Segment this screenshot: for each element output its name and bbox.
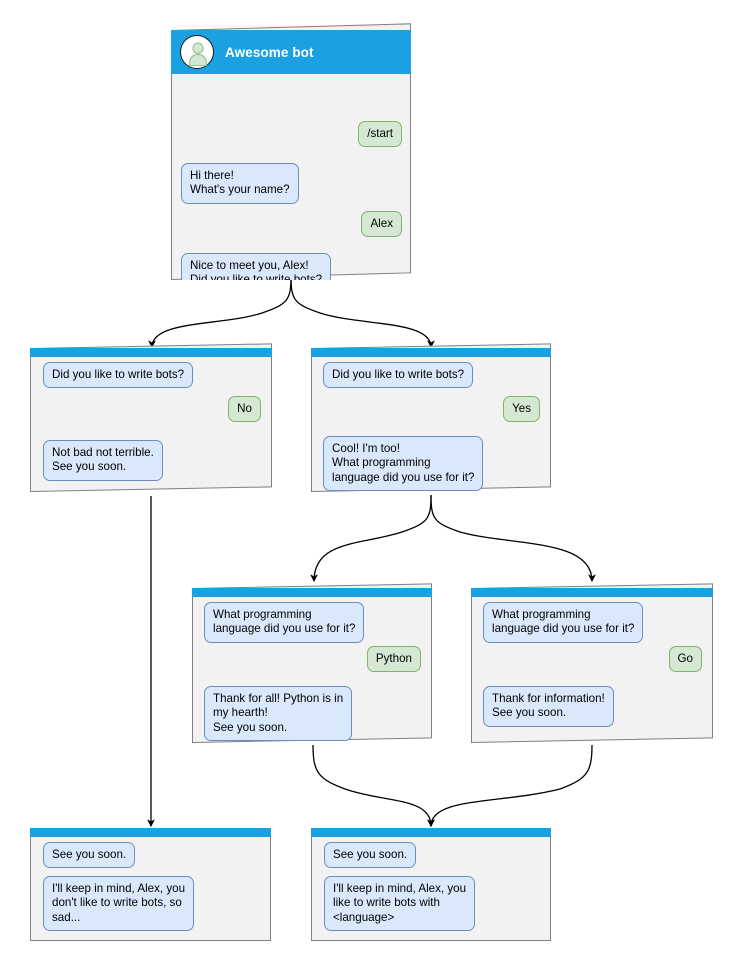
message-bubble-user: /start [358, 121, 402, 148]
node-no-branch-header [30, 348, 272, 357]
node-no-branch-body: Did you like to write bots? No Not bad n… [30, 357, 272, 492]
edge-python-to-end-happy [312, 744, 435, 828]
node-python-branch-header [192, 588, 432, 597]
message-bubble-bot: Cool! I'm too! What programming language… [323, 436, 484, 492]
node-yes-branch[interactable]: Did you like to write bots? Yes Cool! I'… [311, 343, 551, 492]
node-no-branch[interactable]: Did you like to write bots? No Not bad n… [30, 343, 272, 492]
edge-root-to-yes [290, 275, 435, 349]
message-bubble-bot: See you soon. [43, 842, 136, 869]
node-yes-branch-header [311, 348, 551, 357]
message-bubble-bot: Thank for information! See you soon. [483, 686, 614, 727]
message-bubble-bot: What programming language did you use fo… [204, 602, 365, 643]
node-yes-branch-body: Did you like to write bots? Yes Cool! I'… [311, 357, 551, 492]
message-bubble-bot: Thank for all! Python is in my hearth! S… [204, 686, 353, 742]
message-bubble-bot: Hi there! What's your name? [181, 163, 299, 204]
message-bubble-user: Alex [361, 211, 402, 238]
node-root[interactable]: Awesome bot /start Hi there! What's your… [171, 23, 411, 280]
message-bubble-bot: See you soon. [324, 842, 417, 869]
message-bubble-user: Go [668, 646, 702, 673]
message-bubble-bot: Not bad not terrible. See you soon. [43, 440, 163, 481]
message-bubble-user: No [228, 396, 261, 423]
edge-yes-to-python [310, 494, 432, 583]
edge-root-to-no [148, 275, 292, 349]
node-end-happy-header [311, 828, 551, 837]
node-go-branch-header [471, 588, 713, 597]
message-bubble-bot: What programming language did you use fo… [483, 602, 644, 643]
edge-go-to-end-happy [427, 744, 593, 828]
message-bubble-bot: Nice to meet you, Alex! Did you like to … [181, 253, 332, 280]
bot-title: Awesome bot [225, 44, 314, 60]
message-bubble-user: Yes [503, 396, 540, 423]
node-end-happy[interactable]: See you soon. I'll keep in mind, Alex, y… [311, 828, 551, 941]
message-bubble-user: Python [366, 646, 421, 673]
node-end-sad-body: See you soon. I'll keep in mind, Alex, y… [30, 837, 271, 941]
node-root-header: Awesome bot [171, 30, 411, 74]
node-python-branch-body: What programming language did you use fo… [192, 597, 432, 743]
message-bubble-bot: I'll keep in mind, Alex, you like to wri… [324, 876, 476, 932]
edge-yes-to-go [430, 494, 596, 583]
node-end-sad-header [30, 828, 271, 837]
node-root-body: /start Hi there! What's your name? Alex … [171, 74, 411, 280]
message-bubble-bot: I'll keep in mind, Alex, you don't like … [43, 876, 195, 932]
person-avatar-icon [180, 35, 214, 69]
node-go-branch-body: What programming language did you use fo… [471, 597, 713, 743]
message-bubble-bot: Did you like to write bots? [323, 362, 474, 389]
node-end-happy-body: See you soon. I'll keep in mind, Alex, y… [311, 837, 551, 941]
node-go-branch[interactable]: What programming language did you use fo… [471, 583, 713, 743]
message-bubble-bot: Did you like to write bots? [43, 362, 194, 389]
node-python-branch[interactable]: What programming language did you use fo… [192, 583, 432, 743]
node-end-sad[interactable]: See you soon. I'll keep in mind, Alex, y… [30, 828, 271, 941]
